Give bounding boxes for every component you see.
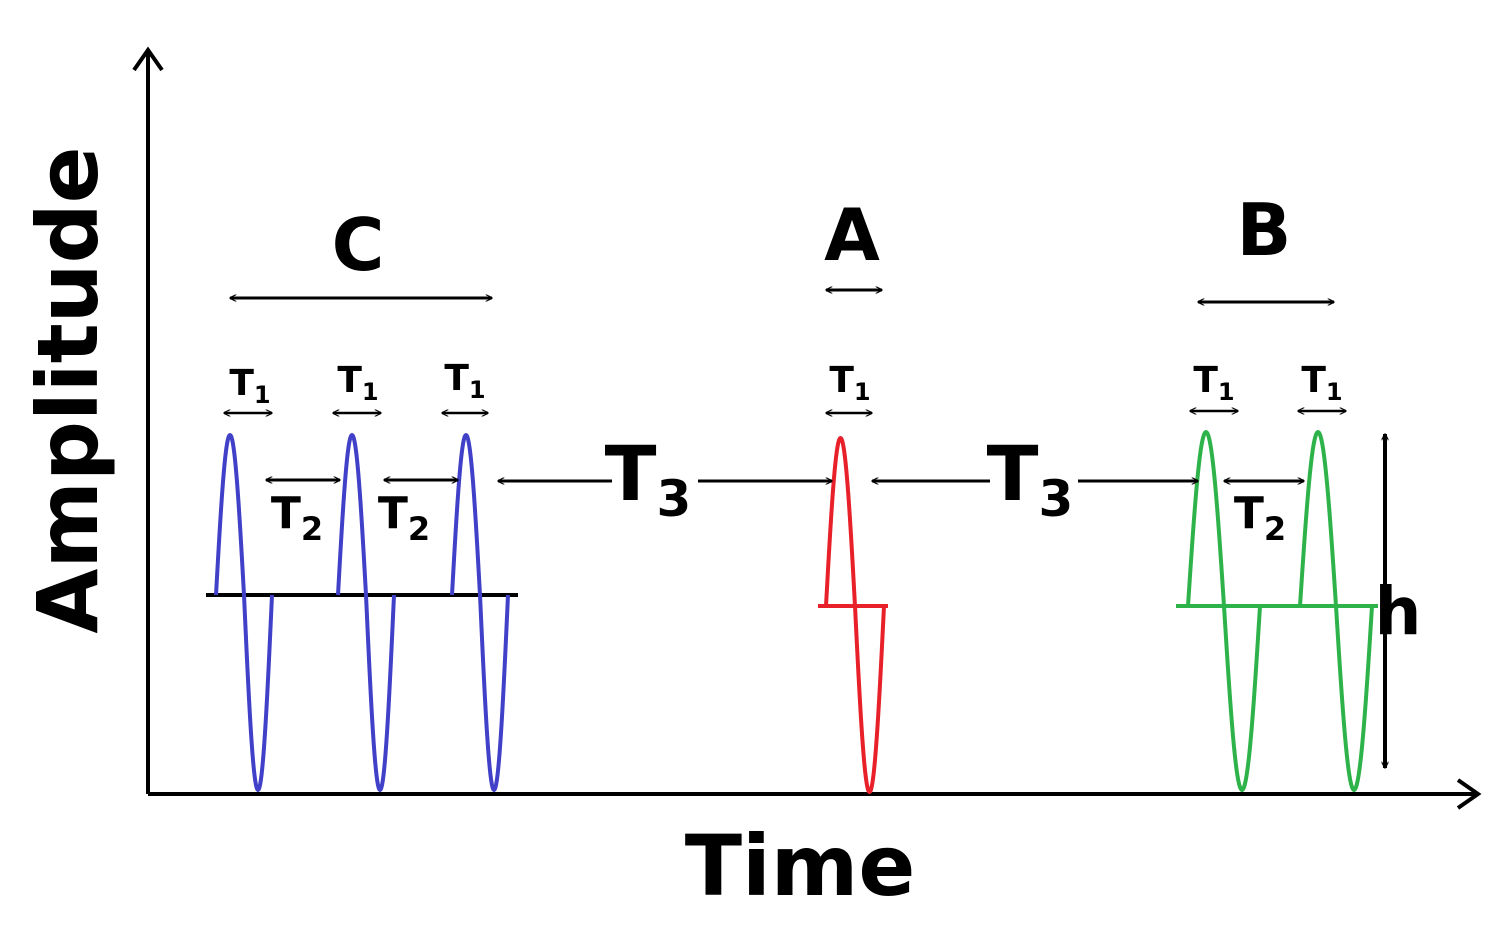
t1-label: T1 xyxy=(337,360,378,406)
t2-label: T2 xyxy=(378,488,430,548)
t1-marker: T1 xyxy=(1298,360,1346,411)
t2-marker: T2 xyxy=(266,480,340,548)
sine-pulse xyxy=(336,433,396,792)
group-label-a: A xyxy=(824,193,880,277)
t1-label: T1 xyxy=(1301,360,1342,406)
t1-marker: T1 xyxy=(333,360,381,413)
t1-label: T1 xyxy=(444,358,485,404)
t1-label: T1 xyxy=(1193,360,1234,406)
sine-pulse xyxy=(824,436,886,794)
t1-marker: T1 xyxy=(826,360,872,413)
group-label-b: B xyxy=(1237,188,1292,272)
t3-label: T3 xyxy=(605,429,692,528)
pulse-group-a xyxy=(824,436,886,794)
y-axis-title: Amplitude xyxy=(19,146,117,633)
group-label-c: C xyxy=(332,203,385,287)
t3-marker: T3 xyxy=(872,429,1198,528)
t1-marker: T1 xyxy=(442,358,488,413)
x-axis-arrowhead xyxy=(1456,778,1482,810)
height-label: h xyxy=(1375,573,1422,650)
t3-marker: T3 xyxy=(498,429,832,528)
sine-pulse xyxy=(450,433,510,792)
t1-marker: T1 xyxy=(224,363,272,413)
sine-pulse xyxy=(1186,430,1262,792)
pulse-group-b xyxy=(1186,430,1374,792)
t2-label: T2 xyxy=(271,488,323,548)
y-axis-arrowhead xyxy=(132,46,164,72)
sine-pulse xyxy=(214,433,274,792)
t2-label: T2 xyxy=(1234,488,1286,548)
t1-marker: T1 xyxy=(1190,360,1238,411)
t2-marker: T2 xyxy=(378,480,458,548)
axes xyxy=(132,46,1482,810)
x-axis-title: Time xyxy=(685,817,916,915)
t1-label: T1 xyxy=(829,360,870,406)
pulse-group-c xyxy=(214,433,510,792)
t3-label: T3 xyxy=(987,429,1074,528)
t2-marker: T2 xyxy=(1224,481,1304,548)
sine-pulse xyxy=(1298,430,1374,792)
t1-label: T1 xyxy=(229,363,270,409)
